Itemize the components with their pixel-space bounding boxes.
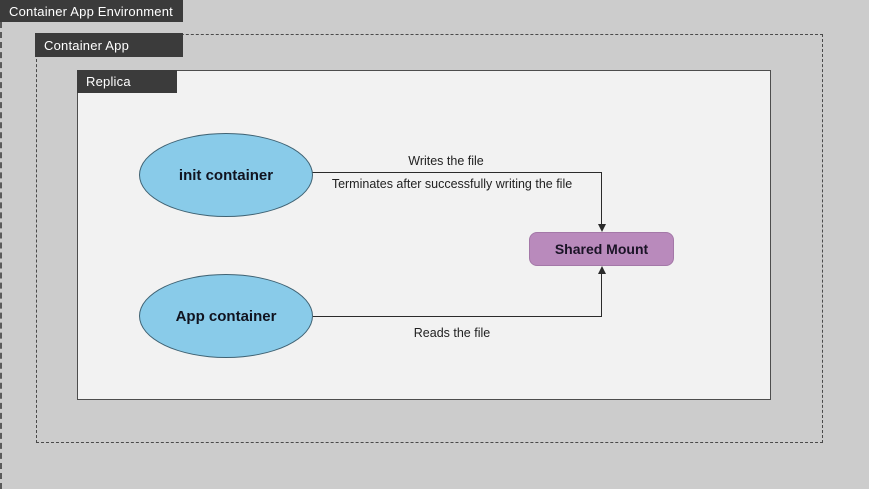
replica-label: Replica — [77, 70, 177, 93]
edge-init-to-mount-vline — [601, 172, 602, 226]
environment-label: Container App Environment — [0, 0, 183, 22]
edge-label-reads-the-file: Reads the file — [413, 326, 491, 340]
edge-app-to-mount-vline — [601, 272, 602, 317]
edge-label-terminates: Terminates after successfully writing th… — [331, 177, 573, 191]
container-app-box — [36, 34, 823, 443]
container-app-label: Container App — [35, 33, 183, 57]
arrow-up-icon — [597, 266, 606, 274]
environment-dashed-border — [0, 22, 2, 489]
edge-init-to-mount-hline — [312, 172, 602, 173]
shared-mount-node: Shared Mount — [529, 232, 674, 266]
edge-app-to-mount-hline — [313, 316, 602, 317]
init-container-node: init container — [139, 133, 313, 217]
edge-label-writes-the-file: Writes the file — [408, 154, 484, 168]
app-container-node: App container — [139, 274, 313, 358]
arrow-down-icon — [597, 224, 606, 232]
